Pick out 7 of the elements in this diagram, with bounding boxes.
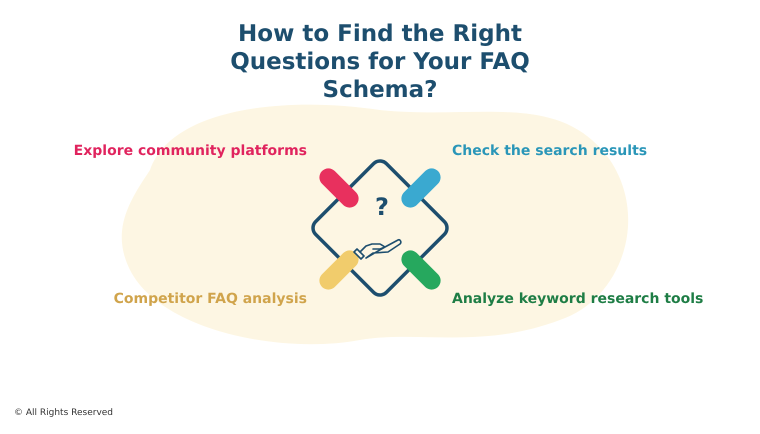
title: How to Find the Right Questions for Your FAQ Schema? xyxy=(229,20,531,104)
step-label: Explore community platforms xyxy=(74,142,307,160)
question-mark: ? xyxy=(375,192,389,224)
copyright-note: © All Rights Reserved xyxy=(14,408,114,420)
step-label: Check the search results xyxy=(452,142,648,160)
step-label: Competitor FAQ analysis xyxy=(114,290,307,308)
step-label: Analyze keyword research tools xyxy=(452,290,704,308)
